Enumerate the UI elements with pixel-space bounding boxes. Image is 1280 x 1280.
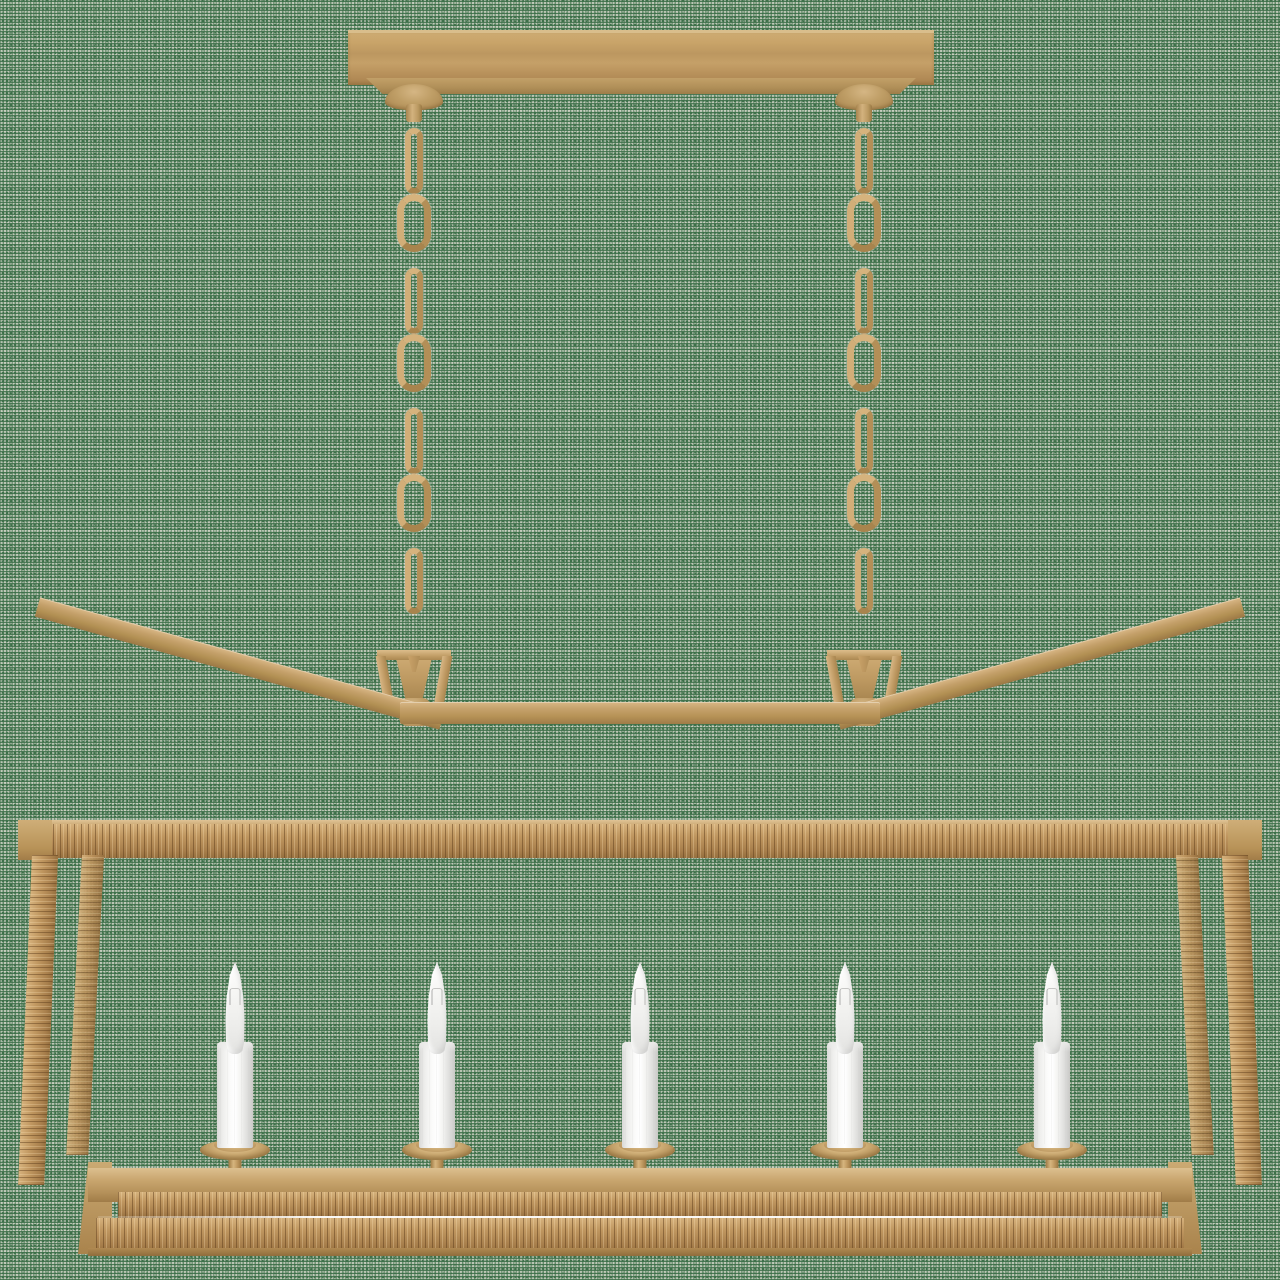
suspension-chain-right [841, 110, 887, 655]
chain-link-left-2 [397, 194, 431, 252]
chain-link-left-3 [405, 268, 423, 334]
chain-link-right-3 [855, 268, 873, 334]
suspension-chain-left [391, 110, 437, 655]
canopy-lower-bevel [366, 78, 916, 94]
yoke-leg-left [825, 656, 845, 706]
chain-link-right-6 [847, 474, 881, 532]
candle-light-5 [1017, 962, 1087, 1186]
flame-tip-bulb-icon [835, 962, 855, 1054]
yoke-top-bar [377, 650, 451, 660]
bottom-base-edge [88, 1248, 1192, 1256]
chain-link-left-4 [397, 334, 431, 392]
spreader-crossbar [400, 702, 880, 724]
bottom-rattan-rail-lower [96, 1218, 1184, 1252]
chain-link-left-7 [405, 548, 423, 614]
top-rail-cap [18, 820, 1262, 826]
chain-link-right-5 [855, 408, 873, 474]
flame-tip-bulb-icon [630, 962, 650, 1054]
chain-link-right-7 [855, 548, 873, 614]
bulb-filament [839, 988, 851, 1005]
chain-link-left-1 [405, 128, 423, 194]
yoke-top-bar [827, 650, 901, 660]
chain-link-right-2 [847, 194, 881, 252]
yoke-leg-right [433, 656, 453, 706]
flame-tip-bulb-icon [1042, 962, 1062, 1054]
bulb-filament [634, 988, 646, 1005]
ceiling-canopy-group [0, 0, 1280, 122]
candle-light-3 [605, 962, 675, 1186]
chain-link-right-1 [855, 128, 873, 194]
canopy-stem-right [856, 104, 872, 122]
bulb-filament [431, 988, 443, 1005]
candle-light-1 [200, 962, 270, 1186]
candle-drip-texture [625, 1048, 655, 1144]
top-corner-right [1228, 820, 1262, 860]
top-corner-left [18, 820, 52, 860]
canopy-plate [348, 30, 934, 85]
chain-link-left-5 [405, 408, 423, 474]
candle-light-4 [810, 962, 880, 1186]
candle-drip-texture [830, 1048, 860, 1144]
top-rattan-rail [18, 824, 1262, 858]
bulb-filament [1046, 988, 1058, 1005]
candle-drip-texture [422, 1048, 452, 1144]
chain-link-left-6 [397, 474, 431, 532]
flame-tip-bulb-icon [225, 962, 245, 1054]
bulb-filament [229, 988, 241, 1005]
flame-tip-bulb-icon [427, 962, 447, 1054]
candle-light-2 [402, 962, 472, 1186]
canopy-stem-left [406, 104, 422, 122]
chain-link-right-4 [847, 334, 881, 392]
bottom-rattan-rail-upper [118, 1192, 1162, 1218]
candle-drip-texture [220, 1048, 250, 1144]
candle-drip-texture [1037, 1048, 1067, 1144]
